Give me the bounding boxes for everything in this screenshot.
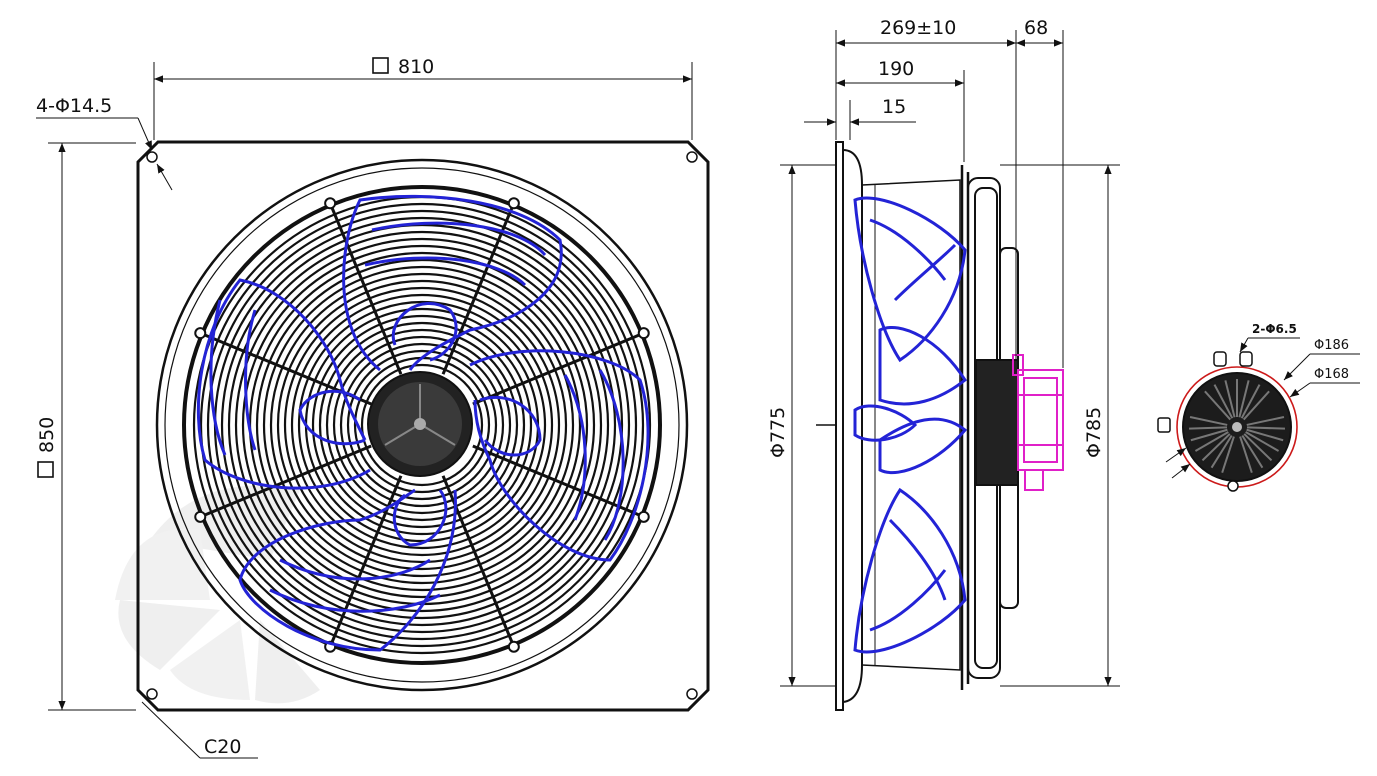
- guard-ring: [346, 349, 498, 501]
- guard-ring: [269, 272, 575, 578]
- side-dimensions: 269±10 68 190 15 Φ775 Φ785: [767, 17, 1120, 687]
- motor-fin: [1188, 426, 1228, 430]
- guard-ring: [220, 223, 624, 627]
- corner-callout: C20: [204, 736, 241, 758]
- guard-clip: [507, 640, 520, 653]
- motor-fin: [1221, 436, 1235, 473]
- hole-callout: 4-Φ14.5: [36, 95, 112, 117]
- motor-hub: [367, 371, 473, 477]
- guard-clip: [324, 197, 337, 210]
- guard-spoke: [329, 204, 403, 375]
- outer-diameter-dimension: Φ785: [1083, 407, 1105, 458]
- width-dimension: 810: [398, 56, 434, 78]
- corner-hole: [146, 151, 158, 163]
- motor-fin: [1246, 426, 1286, 430]
- guard-ring: [199, 202, 645, 648]
- guard-ring: [255, 258, 589, 592]
- side-view: [816, 141, 1064, 711]
- flange-dimension: 15: [882, 96, 906, 118]
- guard-spoke: [472, 444, 643, 518]
- motor-fins: [1188, 379, 1286, 473]
- guard-ring: [339, 342, 505, 508]
- motor-fin: [1245, 431, 1280, 452]
- motor-fin: [1239, 436, 1253, 473]
- guard-ring: [318, 321, 526, 529]
- motor-fin: [1194, 431, 1229, 452]
- fan-blades: [196, 194, 650, 652]
- guard-ring: [360, 363, 484, 487]
- motor-fin: [1204, 390, 1232, 421]
- corner-hole: [146, 688, 158, 700]
- side-motor: [967, 177, 1019, 679]
- guard-ring: [332, 335, 512, 515]
- front-view: [136, 140, 710, 712]
- guard-ring: [234, 237, 610, 613]
- guard-ring: [311, 314, 533, 536]
- holes-callout: 2-Φ6.5: [1252, 322, 1297, 336]
- motor-fin: [1241, 434, 1264, 469]
- motor-fin: [1242, 390, 1270, 421]
- motor-fin: [1240, 384, 1261, 419]
- motor-fin: [1190, 428, 1228, 442]
- motor-fin: [1210, 434, 1233, 469]
- height-dimension: 850: [36, 417, 58, 453]
- guard-spokes: [201, 204, 643, 646]
- motor-fin: [1246, 416, 1285, 426]
- box-dimension: 68: [1024, 17, 1048, 39]
- motor-fin: [1213, 384, 1234, 419]
- guard-ring: [290, 293, 554, 557]
- guard-spoke: [472, 332, 643, 406]
- inner-diameter-dimension: Φ775: [767, 407, 789, 458]
- mounting-plate: [136, 140, 710, 712]
- side-flange: [835, 141, 844, 711]
- guard-ring: [283, 286, 561, 564]
- corner-hole: [686, 151, 698, 163]
- motor-dimensions: 2-Φ6.5 Φ186 Φ168: [1165, 322, 1360, 479]
- guard-ring: [262, 265, 582, 585]
- corner-hole: [686, 688, 698, 700]
- motor-fin: [1224, 380, 1236, 418]
- guard-ring: [227, 230, 617, 620]
- guard-ring: [325, 328, 519, 522]
- motor-fin: [1189, 416, 1228, 426]
- motor-fin: [1246, 428, 1284, 442]
- guard-ring: [297, 300, 547, 550]
- side-blades: [853, 196, 968, 654]
- guard-clip: [194, 327, 207, 340]
- square-symbol-icon: [37, 461, 54, 478]
- motor-fin: [1201, 433, 1231, 462]
- motor-fin: [1238, 380, 1250, 418]
- guard-clip: [194, 510, 207, 523]
- guard-clip: [507, 197, 520, 210]
- motor-inner-diameter: Φ168: [1314, 367, 1349, 382]
- motor-outer-diameter: Φ186: [1314, 338, 1349, 353]
- square-symbol-icon: [372, 57, 389, 74]
- guard-ring: [276, 279, 568, 571]
- motor-rear-view: [1157, 351, 1298, 492]
- guard-outer-ring: [182, 185, 662, 665]
- front-dimensions: 810 850 4-Φ14.5 C20: [36, 56, 693, 759]
- depth-dimension: 269±10: [880, 17, 956, 39]
- guard-clip: [637, 510, 650, 523]
- motor-fin: [1243, 433, 1273, 462]
- guard-clip: [637, 327, 650, 340]
- guard-spoke: [441, 204, 515, 375]
- junction-box: [1012, 354, 1064, 491]
- guard-spoke: [201, 444, 372, 518]
- mid-dimension: 190: [878, 58, 914, 80]
- guard-ring: [206, 209, 638, 641]
- guard-spoke: [329, 475, 403, 646]
